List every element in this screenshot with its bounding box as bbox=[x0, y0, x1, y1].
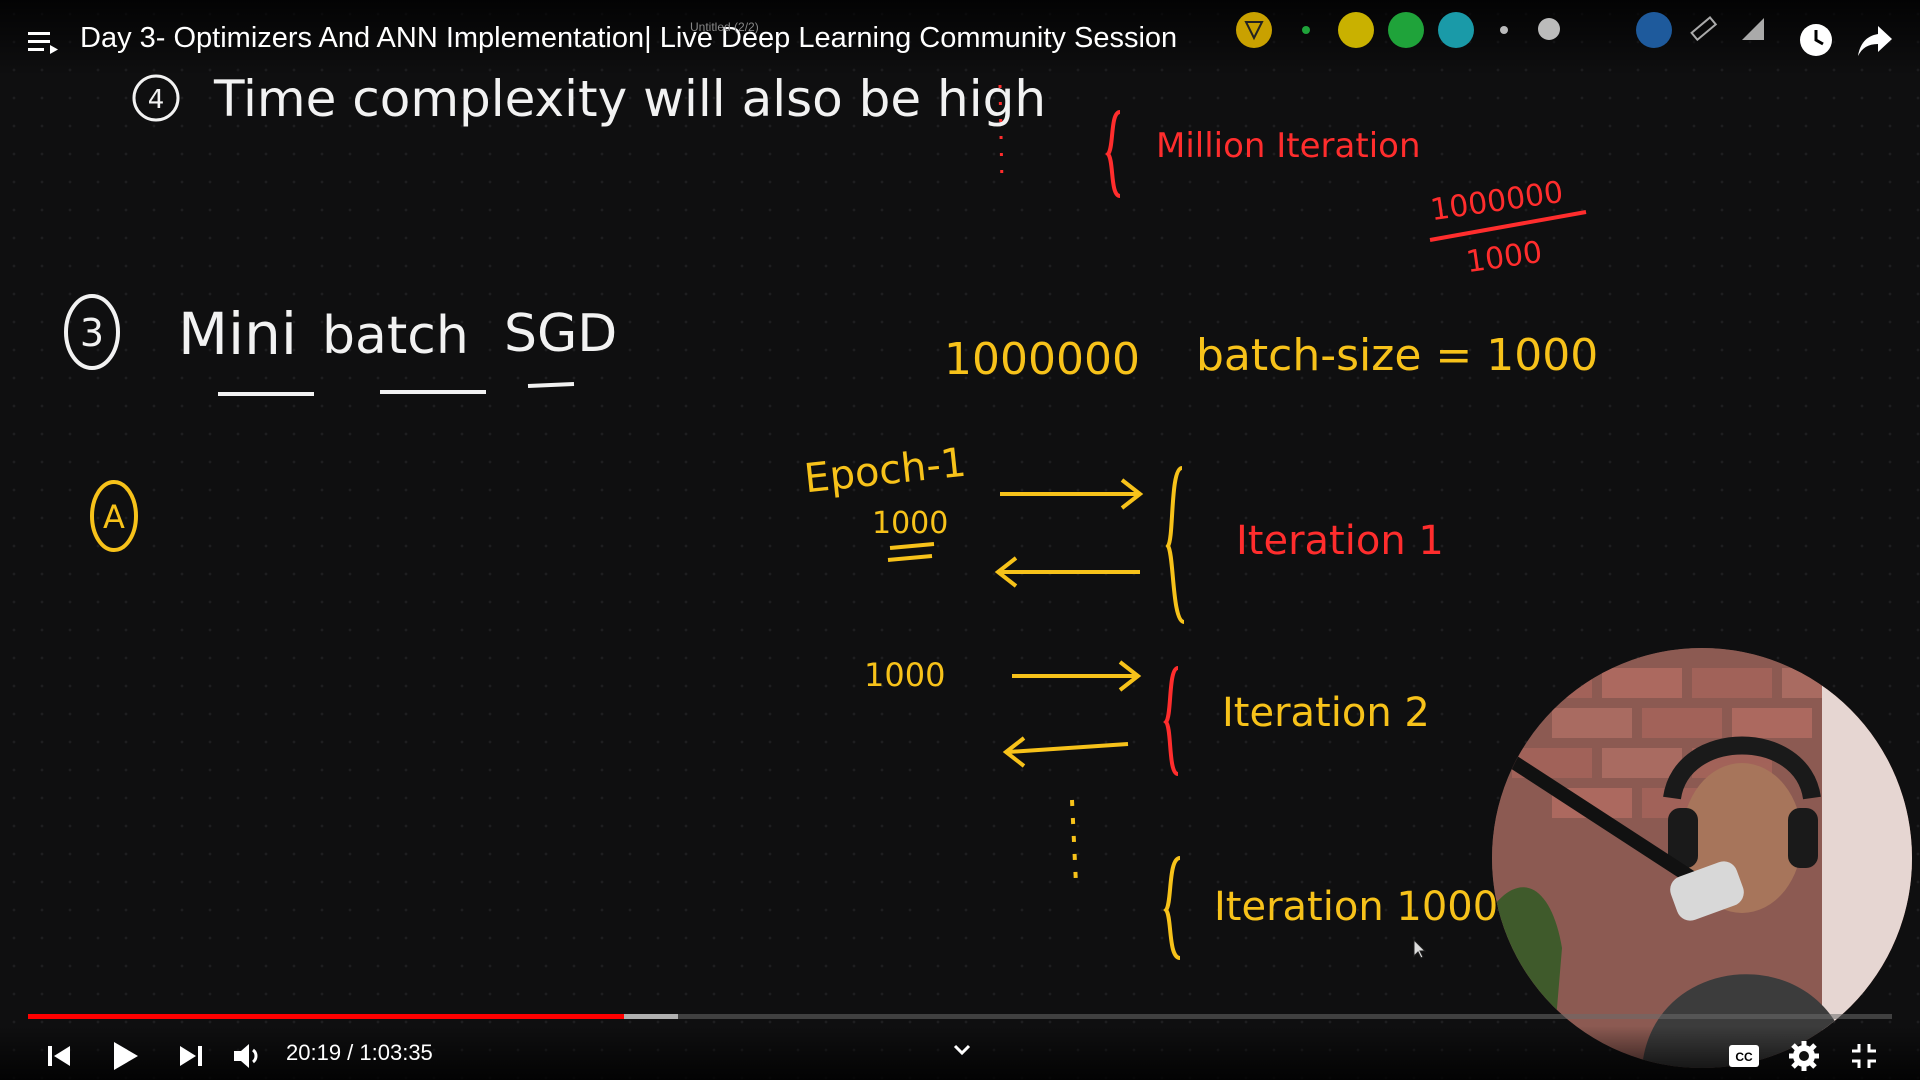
title-mini: Mini bbox=[178, 300, 298, 368]
batch-1-size: 1000 bbox=[872, 506, 949, 541]
title-underlines bbox=[218, 382, 575, 396]
progress-played bbox=[28, 1014, 624, 1019]
continuation-dots bbox=[1070, 799, 1078, 885]
video-title[interactable]: Day 3- Optimizers And ANN Implementation… bbox=[80, 22, 1178, 54]
iteration-1-label: Iteration 1 bbox=[1236, 518, 1444, 564]
million-iteration-note: Million Iteration bbox=[1156, 126, 1421, 166]
color-gray-swatch bbox=[1538, 18, 1560, 40]
forward-backward-arrows-1 bbox=[994, 478, 1144, 588]
exit-fullscreen-icon[interactable] bbox=[1844, 1036, 1884, 1076]
progress-bar[interactable] bbox=[28, 1012, 1892, 1020]
progress-track bbox=[28, 1014, 1892, 1019]
red-brace-2 bbox=[1163, 666, 1179, 776]
volume-icon[interactable] bbox=[228, 1036, 268, 1076]
next-icon[interactable] bbox=[170, 1036, 210, 1076]
triangle-tool-icon bbox=[1742, 18, 1764, 40]
yellow-brace-1000 bbox=[1163, 856, 1181, 960]
svg-text:A: A bbox=[103, 498, 125, 536]
player-top-bar: Day 3- Optimizers And ANN Implementation… bbox=[0, 0, 1920, 76]
forward-backward-arrows-2 bbox=[1002, 660, 1142, 768]
time-complexity-line: Time complexity will also be high bbox=[214, 70, 1047, 128]
previous-icon[interactable] bbox=[40, 1036, 80, 1076]
small-gray-dot bbox=[1500, 26, 1508, 34]
dotted-divider bbox=[998, 84, 1004, 186]
mouse-cursor-icon bbox=[1413, 938, 1427, 959]
time-display: 20:19 / 1:03:35 bbox=[286, 1040, 433, 1065]
circled-number-3: 3 bbox=[64, 294, 120, 370]
red-brace-million bbox=[1105, 110, 1121, 198]
cc-icon[interactable]: CC bbox=[1724, 1036, 1764, 1076]
playlist-icon[interactable] bbox=[28, 28, 60, 56]
ruler-icon bbox=[1690, 16, 1718, 42]
svg-text:3: 3 bbox=[80, 311, 104, 355]
color-teal-swatch bbox=[1438, 12, 1474, 48]
presenter-webcam bbox=[1492, 648, 1912, 1068]
iteration-2-label: Iteration 2 bbox=[1222, 690, 1430, 736]
title-sgd: SGD bbox=[504, 304, 618, 364]
player-controls: 20:19 / 1:03:35 CC bbox=[0, 1026, 1920, 1080]
epoch-label: Epoch-1 bbox=[802, 439, 969, 503]
color-green-swatch bbox=[1388, 12, 1424, 48]
play-icon[interactable] bbox=[104, 1036, 144, 1076]
double-underline bbox=[887, 542, 935, 562]
title-batch: batch bbox=[322, 306, 469, 366]
gear-icon[interactable] bbox=[1784, 1036, 1824, 1076]
pen-tool-icon bbox=[1236, 12, 1272, 48]
color-yellow-swatch bbox=[1338, 12, 1374, 48]
chevron-down-icon[interactable] bbox=[950, 1040, 974, 1060]
svg-text:4: 4 bbox=[148, 85, 165, 115]
circled-number-4: 4 bbox=[132, 74, 180, 122]
clock-icon[interactable] bbox=[1794, 18, 1838, 62]
share-icon[interactable] bbox=[1854, 18, 1898, 62]
iteration-1000-label: Iteration 1000 bbox=[1214, 884, 1499, 930]
batch-size-note: batch-size = 1000 bbox=[1196, 330, 1599, 381]
total-records: 1000000 bbox=[944, 334, 1140, 385]
presenter-video-image bbox=[1492, 648, 1912, 1068]
whiteboard-doc-name: Untitled (2/2) bbox=[690, 20, 759, 34]
fraction-bar bbox=[1429, 210, 1587, 242]
small-green-dot bbox=[1302, 26, 1310, 34]
batch-2-size: 1000 bbox=[864, 656, 946, 694]
yellow-brace-1 bbox=[1165, 466, 1185, 624]
circled-letter-a: A bbox=[90, 480, 138, 552]
select-tool-icon bbox=[1636, 12, 1672, 48]
svg-text:CC: CC bbox=[1735, 1050, 1753, 1064]
